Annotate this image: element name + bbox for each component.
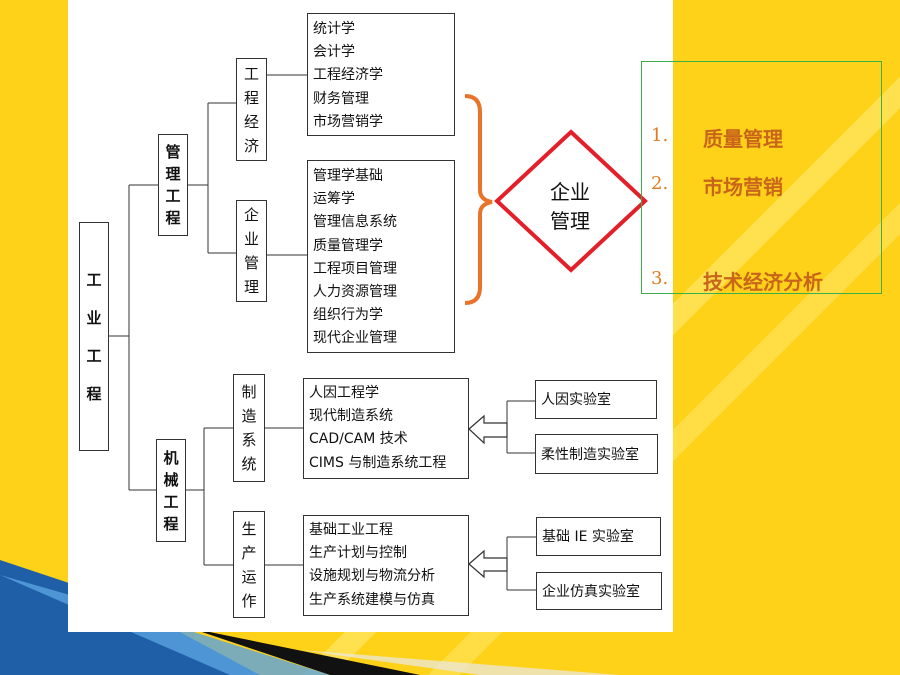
branch-box-mechanical bbox=[156, 439, 186, 542]
root-box bbox=[79, 222, 109, 451]
course-item: 运筹学 bbox=[313, 191, 355, 208]
branch-box-management bbox=[158, 134, 188, 236]
course-item: 会计学 bbox=[313, 44, 355, 61]
course-item: 质量管理学 bbox=[313, 237, 383, 254]
lab-box-flexible-manufacturing bbox=[535, 434, 658, 474]
topic-label: 质量管理 bbox=[703, 127, 783, 151]
course-box-economics bbox=[307, 13, 455, 136]
bracket-shape bbox=[464, 94, 493, 305]
root-label: 工业工程 bbox=[86, 270, 102, 403]
course-item: 人力资源管理 bbox=[313, 284, 397, 301]
course-item: 设施规划与物流分析 bbox=[309, 568, 435, 585]
topic-number: 3. bbox=[651, 268, 669, 289]
course-item: 工程项目管理 bbox=[313, 260, 397, 277]
lab-label-ergonomics: 人因实验室 bbox=[541, 392, 611, 408]
sub-label-engineering-economics: 工程经济 bbox=[243, 64, 259, 155]
course-item: 组织行为学 bbox=[313, 307, 383, 324]
focus-diamond-label: 企业 管理 bbox=[550, 180, 590, 233]
sub-label-enterprise-management: 企业管理 bbox=[243, 206, 259, 296]
course-box-production bbox=[303, 515, 469, 616]
lab-label-basic-ie: 基础 IE 实验室 bbox=[542, 529, 634, 545]
course-item: 现代制造系统 bbox=[309, 408, 393, 425]
course-list-production: 基础工业工程 生产计划与控制 设施规划与物流分析 生产系统建模与仿真 bbox=[309, 519, 435, 612]
course-item: 生产计划与控制 bbox=[309, 545, 407, 562]
course-item: 生产系统建模与仿真 bbox=[309, 591, 435, 608]
lab-label-enterprise-simulation: 企业仿真实验室 bbox=[542, 584, 640, 600]
course-item: 工程经济学 bbox=[313, 67, 383, 84]
course-list-management: 管理学基础 运筹学 管理信息系统 质量管理学 工程项目管理 人力资源管理 组织行… bbox=[313, 165, 397, 351]
branch-label-mechanical: 机械工程 bbox=[163, 448, 179, 533]
course-item: 基础工业工程 bbox=[309, 522, 393, 538]
sub-label-production-operations: 生产运作 bbox=[241, 519, 257, 610]
course-item: CAD/CAM 技术 bbox=[309, 431, 408, 448]
course-item: 管理信息系统 bbox=[313, 214, 397, 231]
course-item: 管理学基础 bbox=[313, 168, 383, 184]
lab-box-enterprise-simulation bbox=[536, 572, 662, 610]
course-item: 现代企业管理 bbox=[313, 330, 397, 347]
course-item: 市场营销学 bbox=[313, 113, 383, 130]
course-item: CIMS 与制造系统工程 bbox=[309, 454, 447, 471]
lab-box-ergonomics bbox=[535, 380, 657, 419]
topic-number: 2. bbox=[651, 173, 669, 194]
course-item: 人因工程学 bbox=[309, 385, 379, 401]
sub-box-enterprise-management bbox=[236, 200, 267, 302]
topic-label: 市场营销 bbox=[703, 175, 783, 199]
course-item: 统计学 bbox=[313, 21, 355, 37]
sub-box-manufacturing-systems bbox=[233, 374, 265, 482]
course-box-manufacturing bbox=[303, 378, 469, 479]
course-list-manufacturing: 人因工程学 现代制造系统 CAD/CAM 技术 CIMS 与制造系统工程 bbox=[309, 382, 446, 475]
sub-box-engineering-economics bbox=[236, 58, 267, 161]
course-list-economics: 统计学 会计学 工程经济学 财务管理 市场营销学 bbox=[313, 18, 383, 134]
topics-frame bbox=[641, 61, 882, 294]
lab-label-flexible-manufacturing: 柔性制造实验室 bbox=[541, 447, 639, 463]
topic-number: 1. bbox=[651, 125, 669, 146]
course-item: 财务管理 bbox=[313, 90, 369, 107]
sub-label-manufacturing-systems: 制造系统 bbox=[241, 383, 257, 473]
sub-box-production-operations bbox=[233, 511, 265, 618]
course-box-management bbox=[307, 160, 455, 353]
lab-box-basic-ie bbox=[536, 517, 661, 556]
branch-label-management: 管理工程 bbox=[165, 143, 181, 227]
topic-label: 技术经济分析 bbox=[703, 270, 823, 294]
